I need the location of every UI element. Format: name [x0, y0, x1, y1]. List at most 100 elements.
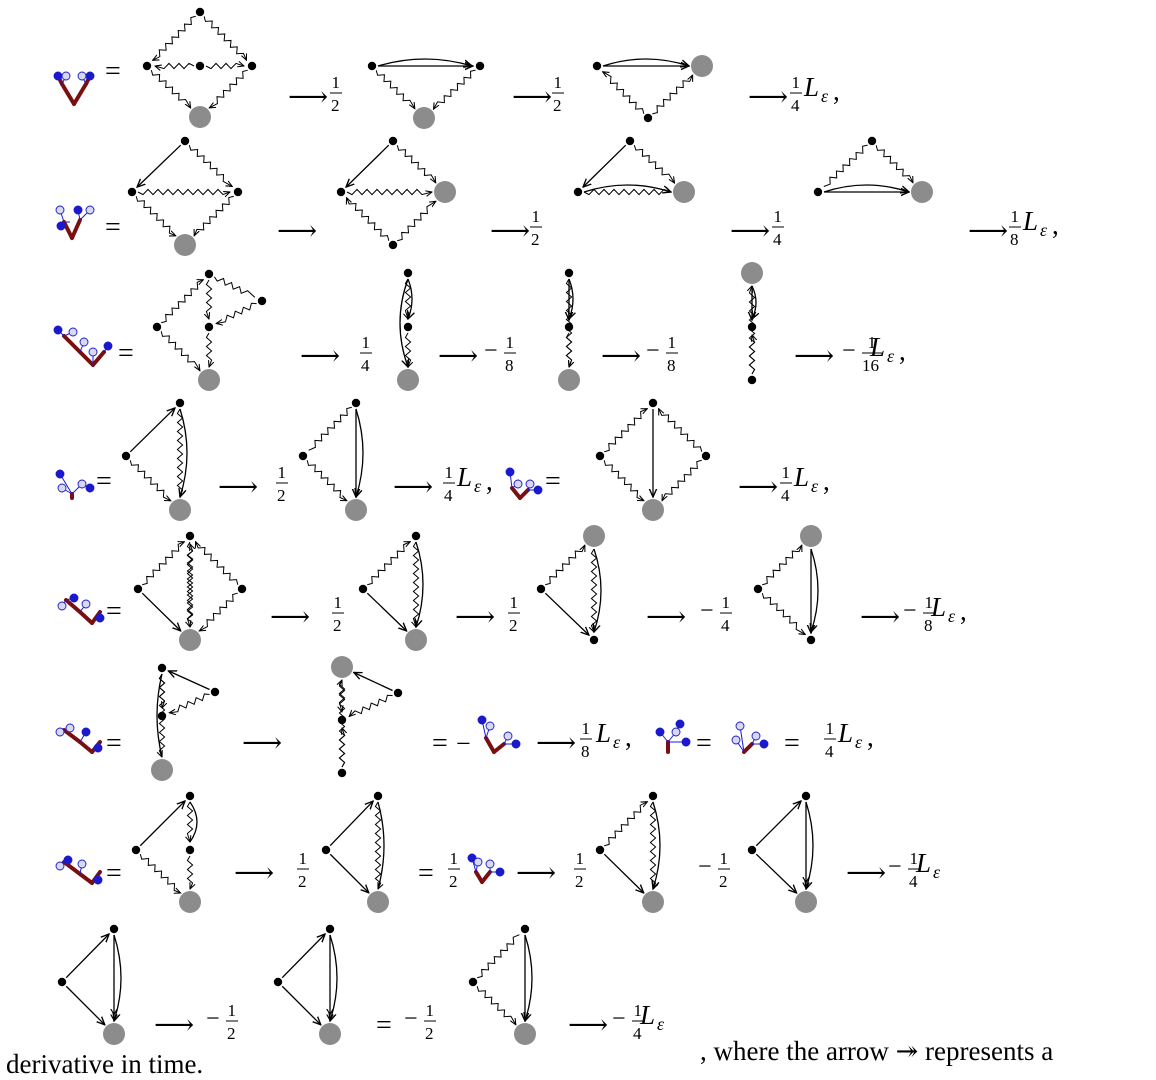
equals-sign: =	[696, 728, 712, 759]
minus-sign: −	[700, 598, 714, 624]
fraction-denominator: 2	[333, 616, 342, 635]
edge-arrow	[330, 854, 369, 893]
edge-curve	[356, 409, 363, 497]
arrow-symbol: ⟶	[860, 602, 900, 633]
edge-curve	[416, 542, 423, 627]
tree-branch	[512, 488, 520, 498]
tree-node-filled	[86, 484, 94, 492]
fraction-numerator: 1	[299, 849, 308, 868]
edge-wavy	[662, 460, 702, 500]
L-symbol: L	[1022, 206, 1038, 236]
fraction-numerator: 1	[510, 593, 519, 612]
fraction: 14	[824, 719, 836, 761]
edge-wavy	[155, 63, 194, 68]
tree-node-filled	[54, 326, 62, 334]
vertex-dot	[412, 532, 420, 540]
root-vertex	[741, 262, 763, 284]
edge-wavy	[151, 70, 190, 108]
edge-wavy	[650, 802, 655, 889]
epsilon-subscript: ε	[613, 732, 621, 752]
edge-wavy	[140, 854, 180, 893]
vertex-dot	[352, 399, 360, 407]
vertex-dot	[368, 62, 376, 70]
arrow-symbol: ⟶	[968, 216, 1008, 247]
comma: ,	[833, 76, 840, 106]
arrow-symbol: ⟶	[748, 82, 788, 113]
tree-node-filled	[96, 614, 104, 622]
tree-node-filled	[676, 720, 684, 728]
root-vertex	[795, 891, 817, 913]
fraction: 12	[297, 849, 309, 891]
edge-wavy	[206, 333, 211, 367]
L-symbol: L	[639, 1000, 655, 1030]
edge-arrow	[66, 986, 105, 1025]
minus-sign: −	[206, 1006, 220, 1032]
tree-node-filled	[682, 738, 690, 746]
L-symbol: L	[869, 332, 885, 362]
vertex-dot	[186, 532, 194, 540]
decorated-tree-icon	[656, 720, 690, 752]
root-vertex	[331, 656, 353, 678]
closing-sentence-line2: derivative in time.	[6, 1049, 203, 1080]
edge-wavy	[194, 196, 234, 236]
vertex-dot	[814, 188, 822, 196]
L-epsilon: Lε,	[803, 72, 840, 106]
root-vertex	[583, 525, 605, 547]
vertex-dot	[404, 269, 412, 277]
fraction: 12	[448, 849, 460, 891]
edge-arrow	[140, 801, 185, 846]
equals-sign: =	[418, 858, 434, 889]
fraction-numerator: 1	[445, 463, 454, 482]
tree-branch	[80, 742, 92, 752]
vertex-dot	[574, 188, 582, 196]
comma: ,	[867, 722, 874, 752]
equals-sign: =	[432, 728, 448, 759]
arrow-symbol: ⟶	[536, 728, 576, 759]
fraction: 12	[330, 73, 342, 115]
epsilon-subscript: ε	[933, 862, 941, 882]
vertex-dot	[196, 62, 204, 70]
fraction-numerator: 1	[332, 73, 341, 92]
vertex-dot	[389, 137, 397, 145]
L-epsilon: Lε,	[837, 718, 874, 752]
edge-curve	[584, 185, 671, 192]
edge-wavy	[375, 802, 380, 889]
L-symbol: L	[595, 718, 611, 748]
arrow-symbol: ⟶	[438, 341, 478, 372]
tree-node-hollow	[504, 732, 512, 740]
fraction-numerator: 1	[362, 333, 371, 352]
root-vertex	[397, 369, 419, 391]
L-symbol: L	[793, 462, 809, 492]
fraction-denominator: 4	[781, 486, 790, 505]
fraction-denominator: 8	[1010, 230, 1019, 249]
tree-node-filled	[760, 740, 768, 748]
vertex-dot	[754, 585, 762, 593]
edge-wavy	[584, 189, 671, 194]
fraction-numerator: 1	[334, 593, 343, 612]
root-vertex	[558, 369, 580, 391]
fraction: 14	[360, 333, 372, 375]
equals-sign: =	[106, 596, 122, 627]
fraction: 12	[508, 593, 520, 635]
edge-wavy	[876, 145, 913, 182]
edge-wavy	[566, 333, 571, 367]
L-symbol: L	[915, 848, 931, 878]
fraction-denominator: 2	[227, 1024, 236, 1043]
arrow-symbol: ⟶	[242, 728, 282, 759]
comma: ,	[899, 336, 906, 366]
fraction-denominator: 2	[719, 872, 728, 891]
fraction: 18	[1009, 207, 1021, 249]
vertex-dot	[274, 978, 282, 986]
fraction-numerator: 1	[722, 593, 731, 612]
fraction-numerator: 1	[826, 719, 835, 738]
tree-node-filled	[82, 728, 90, 736]
vertex-dot	[748, 376, 756, 384]
fraction: 14	[780, 463, 792, 505]
edge-wavy	[434, 70, 476, 109]
fraction-numerator: 1	[782, 463, 791, 482]
edge-wavy	[307, 460, 347, 500]
edge-arrow	[66, 934, 109, 978]
root-vertex	[642, 891, 664, 913]
L-symbol: L	[837, 718, 853, 748]
